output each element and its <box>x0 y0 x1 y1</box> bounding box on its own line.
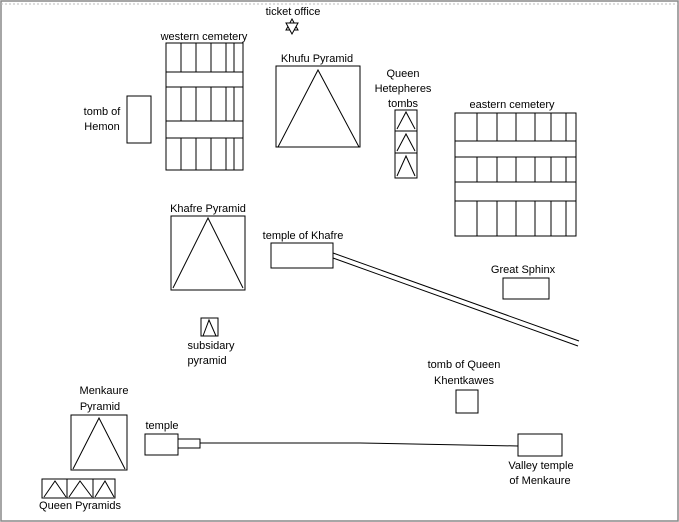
valley-temple-label-line1: Valley temple <box>508 460 573 472</box>
tomb-khentkawes-box <box>455 389 479 414</box>
ticket-office-star-icon <box>285 17 299 36</box>
temple-of-khafre-label: temple of Khafre <box>263 230 344 242</box>
queen-pyramids-icon <box>41 478 116 499</box>
khafre-causeway <box>332 252 580 347</box>
khufu-pyramid-icon <box>275 65 361 148</box>
tomb-of-hemon-label-line1: tomb of <box>84 106 122 118</box>
menkaure-causeway <box>200 442 519 447</box>
tomb-of-hemon-label-line2: Hemon <box>84 121 119 133</box>
khafre-pyramid-label: Khafre Pyramid <box>170 203 246 215</box>
great-sphinx-box <box>502 277 550 300</box>
queen-pyramids-label: Queen Pyramids <box>39 500 121 512</box>
subsidiary-pyramid-icon <box>200 317 219 337</box>
queen-hetepheres-label-line2: Hetepheres <box>375 83 432 95</box>
queen-hetepheres-label-line3: tombs <box>388 98 418 110</box>
tomb-of-hemon-box <box>126 95 152 144</box>
great-sphinx-label: Great Sphinx <box>491 264 556 276</box>
queen-hetepheres-tombs-icon <box>394 109 418 179</box>
menkaure-pyramid-icon <box>70 414 128 471</box>
tomb-khentkawes-label-line2: Khentkawes <box>434 375 494 387</box>
tomb-khentkawes-label-line1: tomb of Queen <box>428 359 501 371</box>
western-cemetery-grid <box>165 42 244 171</box>
eastern-cemetery-grid <box>454 112 577 237</box>
valley-temple-box <box>517 433 563 457</box>
temple-of-khafre-box <box>270 242 334 269</box>
menkaure-pyramid-label-line1: Menkaure <box>80 385 129 397</box>
eastern-cemetery-label: eastern cemetery <box>470 99 555 111</box>
menkaure-pyramid-label-line2: Pyramid <box>80 401 120 413</box>
subsidiary-pyramid-label-line2: pyramid <box>187 355 226 367</box>
ticket-office-label: ticket office <box>266 6 321 18</box>
menkaure-temple-box <box>144 433 179 456</box>
khufu-pyramid-label: Khufu Pyramid <box>281 53 353 65</box>
menkaure-temple-annex <box>177 438 201 449</box>
western-cemetery-label: western cemetery <box>160 31 248 43</box>
khafre-pyramid-icon <box>170 215 246 291</box>
temple-label: temple <box>145 420 178 432</box>
queen-hetepheres-label-line1: Queen <box>386 68 419 80</box>
valley-temple-label-line2: of Menkaure <box>509 475 570 487</box>
subsidiary-pyramid-label-line1: subsidary <box>187 340 235 352</box>
